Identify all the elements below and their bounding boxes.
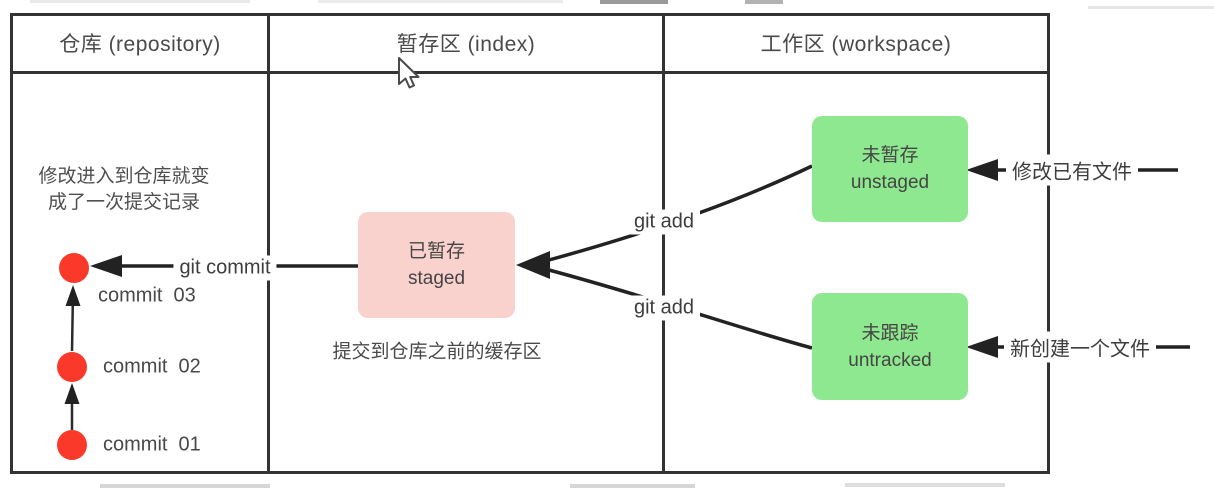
create-new-label: 新创建一个文件 [1004, 331, 1156, 363]
column-header-repository: 仓库 (repository) [59, 33, 221, 56]
table-frame [10, 13, 1050, 474]
git-commit-arrowhead [90, 255, 122, 277]
column-divider-1 [267, 16, 270, 471]
modify-existing-label: 修改已有文件 [1006, 154, 1138, 186]
repository-note: 修改进入到仓库就变成了一次提交记录 [38, 164, 209, 216]
untracked-box-subtitle: untracked [848, 349, 932, 371]
unstaged-box-subtitle: unstaged [850, 172, 930, 193]
staged-caption: 提交到仓库之前的缓存区 [332, 341, 542, 363]
git-commit-label: git commit [173, 255, 277, 281]
commit-dot-01 [57, 430, 87, 460]
commit-label-03: commit 03 [98, 284, 196, 307]
header-row-divider [13, 71, 1047, 74]
chain-arrowhead-02 [64, 383, 80, 404]
git-add-lower-label: git add [627, 295, 701, 321]
commit-label-02: commit 02 [103, 355, 201, 378]
commit-dot-02 [57, 352, 87, 382]
staged-box: 已暂存 staged [358, 212, 515, 318]
git-add-arrowhead [516, 251, 550, 279]
mouse-cursor-icon [398, 57, 420, 89]
staged-box-subtitle: staged [407, 268, 466, 289]
create-new-arrowhead [966, 336, 998, 358]
column-header-index: 暂存区 (index) [396, 33, 536, 56]
commit-label-01: commit 01 [103, 433, 201, 456]
staged-box-title: 已暂存 [407, 241, 465, 262]
untracked-box: 未跟踪 untracked [812, 293, 968, 400]
chain-arrowhead-03 [65, 285, 81, 306]
commit-dot-03 [59, 253, 89, 283]
column-divider-2 [662, 16, 665, 471]
unstaged-box: 未暂存 unstaged [812, 116, 968, 222]
untracked-box-title: 未跟踪 [861, 322, 919, 344]
git-add-upper-label: git add [627, 209, 701, 235]
repository-note-line2: 成了一次提交记录 [47, 192, 201, 213]
repository-note-line1: 修改进入到仓库就变 [38, 166, 210, 187]
unstaged-box-title: 未暂存 [861, 145, 919, 166]
column-header-workspace: 工作区 (workspace) [760, 33, 952, 56]
modify-existing-arrowhead [966, 159, 998, 181]
